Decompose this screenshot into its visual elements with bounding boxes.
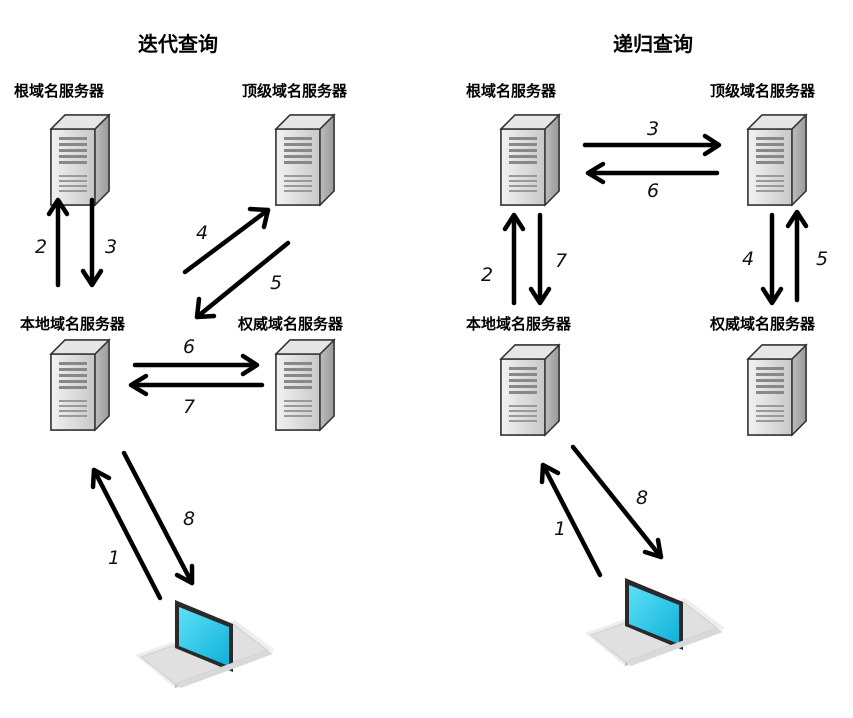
arrow-step-8: [570, 444, 664, 560]
step-number-3: 3: [105, 236, 118, 258]
tld-server-icon: [747, 114, 807, 206]
local-server-icon: [500, 344, 560, 436]
step-number-4: 4: [742, 248, 755, 270]
step-number-3: 3: [647, 118, 660, 140]
step-number-2: 2: [35, 236, 48, 258]
arrow-step-8: [121, 450, 195, 586]
step-number-6: 6: [647, 180, 660, 202]
arrow-step-1: [539, 462, 603, 578]
auth-server-label: 权威域名服务器: [238, 315, 344, 333]
step-number-1: 1: [554, 518, 567, 540]
tld-server-label: 顶级域名服务器: [242, 82, 348, 100]
step-number-7: 7: [555, 250, 568, 272]
client-laptop-icon: [134, 599, 276, 689]
iterative-title: 迭代查询: [138, 32, 218, 56]
arrow-step-2: [502, 212, 526, 306]
step-number-1: 1: [108, 547, 121, 569]
arrow-step-4: [182, 206, 271, 275]
root-server-icon: [50, 114, 110, 206]
arrow-step-5: [194, 240, 291, 320]
arrow-step-3: [582, 133, 722, 157]
step-number-5: 5: [816, 248, 829, 270]
local-server-icon: [50, 339, 110, 431]
arrow-step-4: [760, 212, 784, 306]
arrow-step-1: [90, 467, 163, 601]
tld-server-label: 顶级域名服务器: [710, 82, 816, 100]
recursive-title: 递归查询: [613, 32, 693, 56]
arrow-step-7: [128, 373, 265, 397]
client-laptop-icon: [584, 577, 726, 667]
auth-server-label: 权威域名服务器: [710, 315, 816, 333]
auth-server-icon: [747, 344, 807, 436]
step-number-6: 6: [183, 336, 196, 358]
arrow-step-2: [46, 197, 70, 288]
root-server-label: 根域名服务器: [466, 82, 557, 100]
local-server-label: 本地域名服务器: [20, 315, 126, 333]
root-server-icon: [500, 114, 560, 206]
arrow-step-6: [132, 353, 260, 377]
step-number-8: 8: [183, 508, 196, 530]
step-number-2: 2: [481, 264, 494, 286]
step-number-8: 8: [636, 487, 649, 509]
step-number-7: 7: [183, 396, 196, 418]
arrow-step-5: [785, 209, 809, 303]
tld-server-icon: [275, 114, 335, 206]
auth-server-icon: [275, 339, 335, 431]
step-number-5: 5: [270, 272, 283, 294]
arrow-step-7: [528, 212, 552, 306]
local-server-label: 本地域名服务器: [466, 315, 572, 333]
root-server-label: 根域名服务器: [14, 82, 105, 100]
arrow-step-3: [80, 197, 104, 288]
step-number-4: 4: [196, 222, 209, 244]
arrow-step-6: [585, 161, 720, 185]
